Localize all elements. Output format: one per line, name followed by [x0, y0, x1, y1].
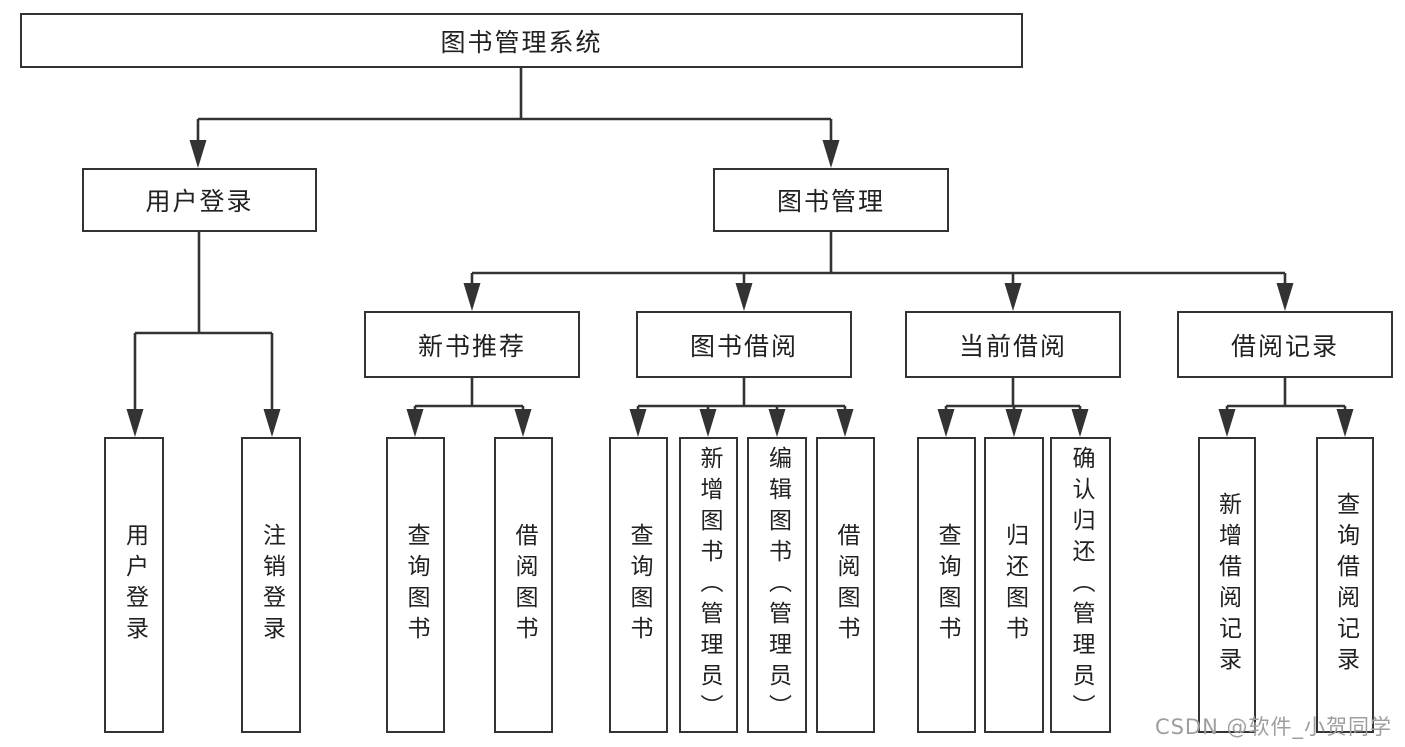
leaf-label: 查询借阅记录	[1332, 492, 1359, 678]
leaf-add-borrow-record: 新增借阅记录	[1198, 437, 1256, 733]
node-label: 当前借阅	[958, 331, 1067, 361]
leaf-query-books-current: 查询图书	[917, 437, 976, 733]
leaf-query-books-recommend: 查询图书	[386, 437, 445, 733]
leaf-label: 归还图书	[1001, 523, 1028, 647]
leaf-label: 查询图书	[934, 523, 960, 647]
leaf-borrow-books-recommend: 借阅图书	[494, 437, 553, 733]
leaf-label: 借阅图书	[511, 523, 537, 647]
leaf-query-borrow-record: 查询借阅记录	[1316, 437, 1374, 733]
node-new-book-recommendation: 新书推荐	[364, 311, 580, 378]
leaf-label: 借阅图书	[833, 523, 859, 647]
leaf-label: 查询图书	[403, 523, 429, 647]
node-label: 图书借阅	[689, 331, 798, 361]
leaf-label: 编辑图书（管理员）	[764, 445, 791, 725]
leaf-label: 查询图书	[626, 523, 652, 647]
leaf-borrow-books: 借阅图书	[816, 437, 875, 733]
leaf-label: 注销登录	[258, 523, 285, 647]
leaf-add-books-admin: 新增图书（管理员）	[679, 437, 738, 733]
leaf-user-login: 用户登录	[104, 437, 164, 733]
node-borrowing-records: 借阅记录	[1177, 311, 1393, 378]
leaf-label: 确认归还（管理员）	[1068, 445, 1094, 725]
node-book-borrowing: 图书借阅	[636, 311, 852, 378]
leaf-label: 用户登录	[121, 523, 148, 647]
leaf-logout: 注销登录	[241, 437, 301, 733]
leaf-label: 新增图书（管理员）	[696, 445, 722, 725]
node-book-management: 图书管理	[713, 168, 949, 232]
csdn-watermark: CSDN @软件_小贺同学	[1154, 715, 1392, 739]
leaf-label: 新增借阅记录	[1214, 492, 1241, 678]
node-label: 图书管理系统	[440, 27, 603, 57]
node-label: 新书推荐	[417, 331, 526, 361]
node-label: 借阅记录	[1230, 331, 1339, 361]
node-label: 用户登录	[145, 187, 254, 216]
leaf-confirm-return-admin: 确认归还（管理员）	[1050, 437, 1111, 733]
node-library-management-system: 图书管理系统	[20, 13, 1023, 68]
leaf-query-books-borrowing: 查询图书	[609, 437, 668, 733]
arrowheads	[126, 140, 1354, 437]
node-current-borrowing: 当前借阅	[905, 311, 1121, 378]
leaf-return-books: 归还图书	[984, 437, 1044, 733]
node-user-login: 用户登录	[82, 168, 317, 232]
node-label: 图书管理	[776, 187, 885, 216]
leaf-edit-books-admin: 编辑图书（管理员）	[747, 437, 807, 733]
